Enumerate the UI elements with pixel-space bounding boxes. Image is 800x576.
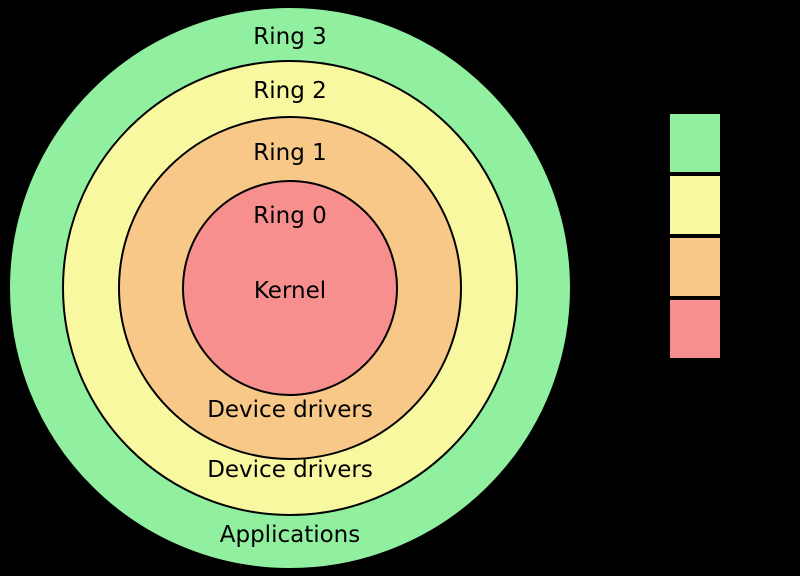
ring-0-label: Ring 0 (253, 203, 327, 229)
legend-swatch-ring-3 (668, 112, 722, 174)
ring-0-caption: Kernel (253, 278, 327, 304)
legend-swatch-ring-0 (668, 298, 722, 360)
ring-3-caption: Applications (219, 522, 361, 548)
privilege-legend (668, 112, 722, 360)
legend-swatch-ring-2 (668, 174, 722, 236)
ring-1-label: Ring 1 (253, 140, 327, 166)
ring-2-caption: Device drivers (207, 457, 373, 483)
ring-0-circle (182, 180, 398, 396)
ring-2-label: Ring 2 (253, 78, 327, 104)
legend-swatch-ring-1 (668, 236, 722, 298)
ring-3-label: Ring 3 (253, 24, 327, 50)
ring-1-caption: Device drivers (207, 397, 373, 423)
